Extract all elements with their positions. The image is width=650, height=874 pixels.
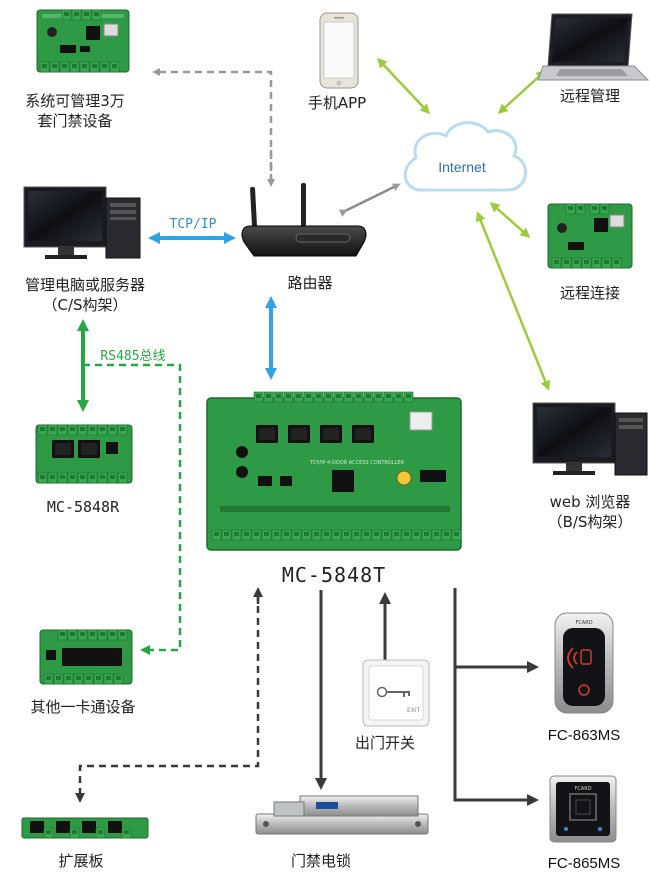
smartphone-icon: [319, 12, 359, 89]
desktop-computer-icon: [532, 402, 648, 476]
rs485-label: RS485总线: [100, 349, 165, 364]
connector-phone-internet: [376, 57, 431, 115]
cloud-icon: [403, 121, 527, 192]
laptop-icon: [537, 13, 650, 81]
exit-button-brand: EXIT: [407, 707, 421, 714]
connector-board-reader2: [453, 588, 539, 806]
tcpip-label: TCP/IP: [170, 217, 217, 232]
remote-connect-label: 远程连接: [560, 284, 620, 302]
exit-switch-label: 出门开关: [355, 734, 415, 752]
main-controller-board: TCP/IP 4-DOOR ACCESS CONTROLLER: [206, 391, 462, 551]
electric-lock-icon: [255, 795, 429, 835]
controller-board-icon: [36, 9, 130, 73]
system-capacity-label-line2: 套门禁设备: [37, 112, 112, 130]
card-reader-icon: FCARD: [554, 612, 614, 714]
pc-server-label-line2: （C/S构架）: [42, 296, 127, 314]
exit-button-icon: EXIT: [362, 659, 430, 727]
controller-board-icon: [21, 817, 149, 839]
reader2-brand: FCARD: [574, 786, 591, 792]
desktop-computer-icon: [23, 186, 141, 259]
reader1-brand: FCARD: [575, 620, 592, 626]
mc5848t-label: MC-5848T: [282, 563, 386, 587]
reader1-label: FC-863MS: [548, 727, 621, 744]
controller-board-icon: [547, 203, 633, 269]
connector-internet-remote-connect: [489, 202, 531, 238]
connector-router-internet: [338, 183, 401, 217]
web-browser-label-line2: （B/S构架）: [548, 513, 633, 531]
reader2-label: FC-865MS: [548, 855, 621, 872]
connector-internet-web: [475, 211, 551, 391]
card-reader-icon: FCARD: [549, 775, 617, 843]
door-lock-label: 门禁电锁: [291, 852, 351, 870]
web-browser-label-line1: web 浏览器: [550, 493, 631, 511]
system-capacity-label-line1: 系统可管理3万: [25, 92, 125, 110]
mc5848r-label: MC-5848R: [47, 498, 120, 516]
connector-rs485-other-devices: [83, 363, 182, 655]
connector-internet-remote-manage: [497, 69, 547, 115]
router-label: 路由器: [287, 274, 332, 292]
internet-label: Internet: [438, 159, 486, 175]
remote-manage-label: 远程管理: [560, 87, 620, 105]
connector-router-to-system: [152, 68, 273, 183]
router-icon: [241, 183, 367, 257]
connector-board-expansion: [75, 594, 260, 803]
board-silkscreen-text: TCP/IP 4-DOOR ACCESS CONTROLLER: [309, 460, 405, 466]
expansion-board-label: 扩展板: [58, 852, 103, 870]
pc-server-label-line1: 管理电脑或服务器: [25, 276, 145, 294]
phone-app-label: 手机APP: [308, 94, 366, 112]
controller-board-icon: [35, 424, 133, 484]
other-devices-label: 其他一卡通设备: [30, 698, 135, 716]
controller-board-icon: [39, 629, 133, 685]
